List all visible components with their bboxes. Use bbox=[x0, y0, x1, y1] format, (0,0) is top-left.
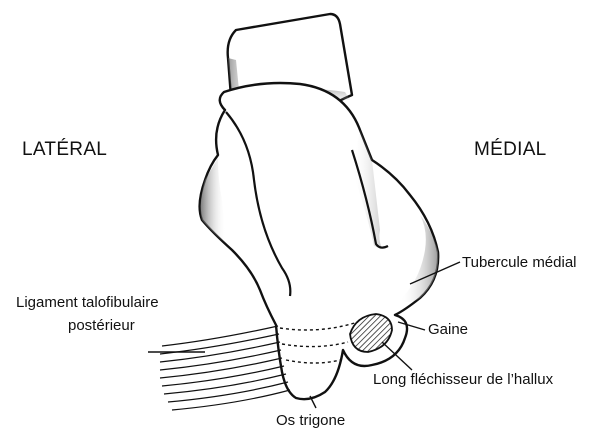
ligament-label-line2: postérieur bbox=[68, 318, 135, 333]
ligament-fibers bbox=[160, 326, 290, 410]
ligament-label-line1: Ligament talofibulaire bbox=[16, 295, 159, 310]
long-flechisseur-label: Long fléchisseur de l’hallux bbox=[373, 372, 553, 387]
lateral-label: LATÉRAL bbox=[22, 140, 107, 159]
gaine-label: Gaine bbox=[428, 322, 468, 337]
tubercule-medial-label: Tubercule médial bbox=[462, 255, 577, 270]
os-trigone-label: Os trigone bbox=[276, 413, 345, 428]
medial-label: MÉDIAL bbox=[474, 140, 547, 159]
